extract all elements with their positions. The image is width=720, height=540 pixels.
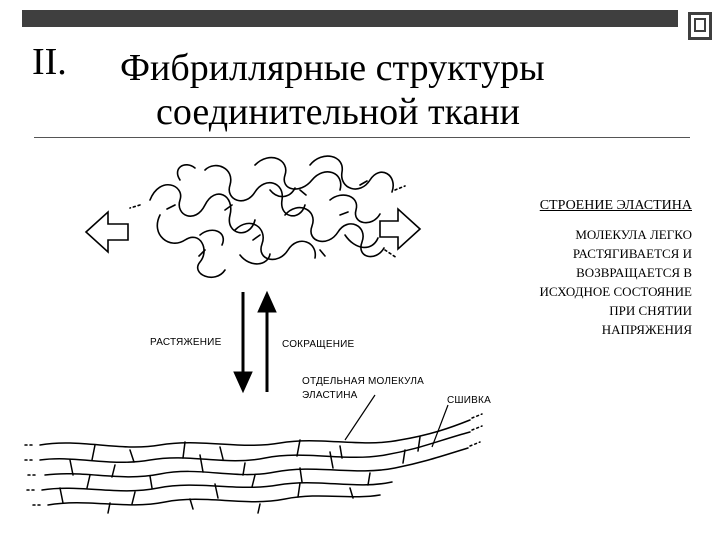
title-divider (34, 137, 690, 138)
crosslink-pointer (431, 404, 449, 448)
info-line: НАПРЯЖЕНИЯ (601, 322, 692, 337)
info-line: РАСТЯГИВАЕТСЯ И (572, 246, 692, 261)
title-line-2: соединительной ткани (156, 91, 521, 133)
info-line: ПРИ СНЯТИИ (609, 303, 692, 318)
stretch-label: РАСТЯЖЕНИЕ (150, 337, 222, 348)
molecule-pointer (344, 394, 376, 441)
right-arrow-icon (379, 207, 422, 251)
slide-number: II. (32, 41, 67, 83)
info-heading: СТРОЕНИЕ ЭЛАСТИНА (539, 198, 692, 213)
info-panel: СТРОЕНИЕ ЭЛАСТИНА МОЛЕКУЛА ЛЕГКО РАСТЯГИ… (442, 196, 692, 339)
left-arrow-icon (84, 210, 129, 254)
stretched-elastin-network (23, 413, 483, 514)
stretch-arrow (233, 292, 253, 394)
info-line: ВОЗВРАЩАЕТСЯ В (576, 265, 692, 280)
corner-square-icon (688, 12, 712, 40)
header-bar (22, 10, 678, 27)
contract-label: СОКРАЩЕНИЕ (282, 339, 355, 350)
slide-title: Фибриллярные структуры соединительной тк… (120, 46, 680, 134)
coiled-elastin-network (129, 155, 406, 279)
crosslink-label: СШИВКА (447, 395, 491, 406)
molecule-label-line-2: ЭЛАСТИНА (302, 390, 358, 401)
title-line-1: Фибриллярные структуры (120, 47, 545, 89)
info-line: ИСХОДНОЕ СОСТОЯНИЕ (539, 284, 692, 299)
contract-arrow (257, 290, 277, 392)
molecule-label-line-1: ОТДЕЛЬНАЯ МОЛЕКУЛА (302, 376, 425, 387)
info-line: МОЛЕКУЛА ЛЕГКО (575, 227, 692, 242)
